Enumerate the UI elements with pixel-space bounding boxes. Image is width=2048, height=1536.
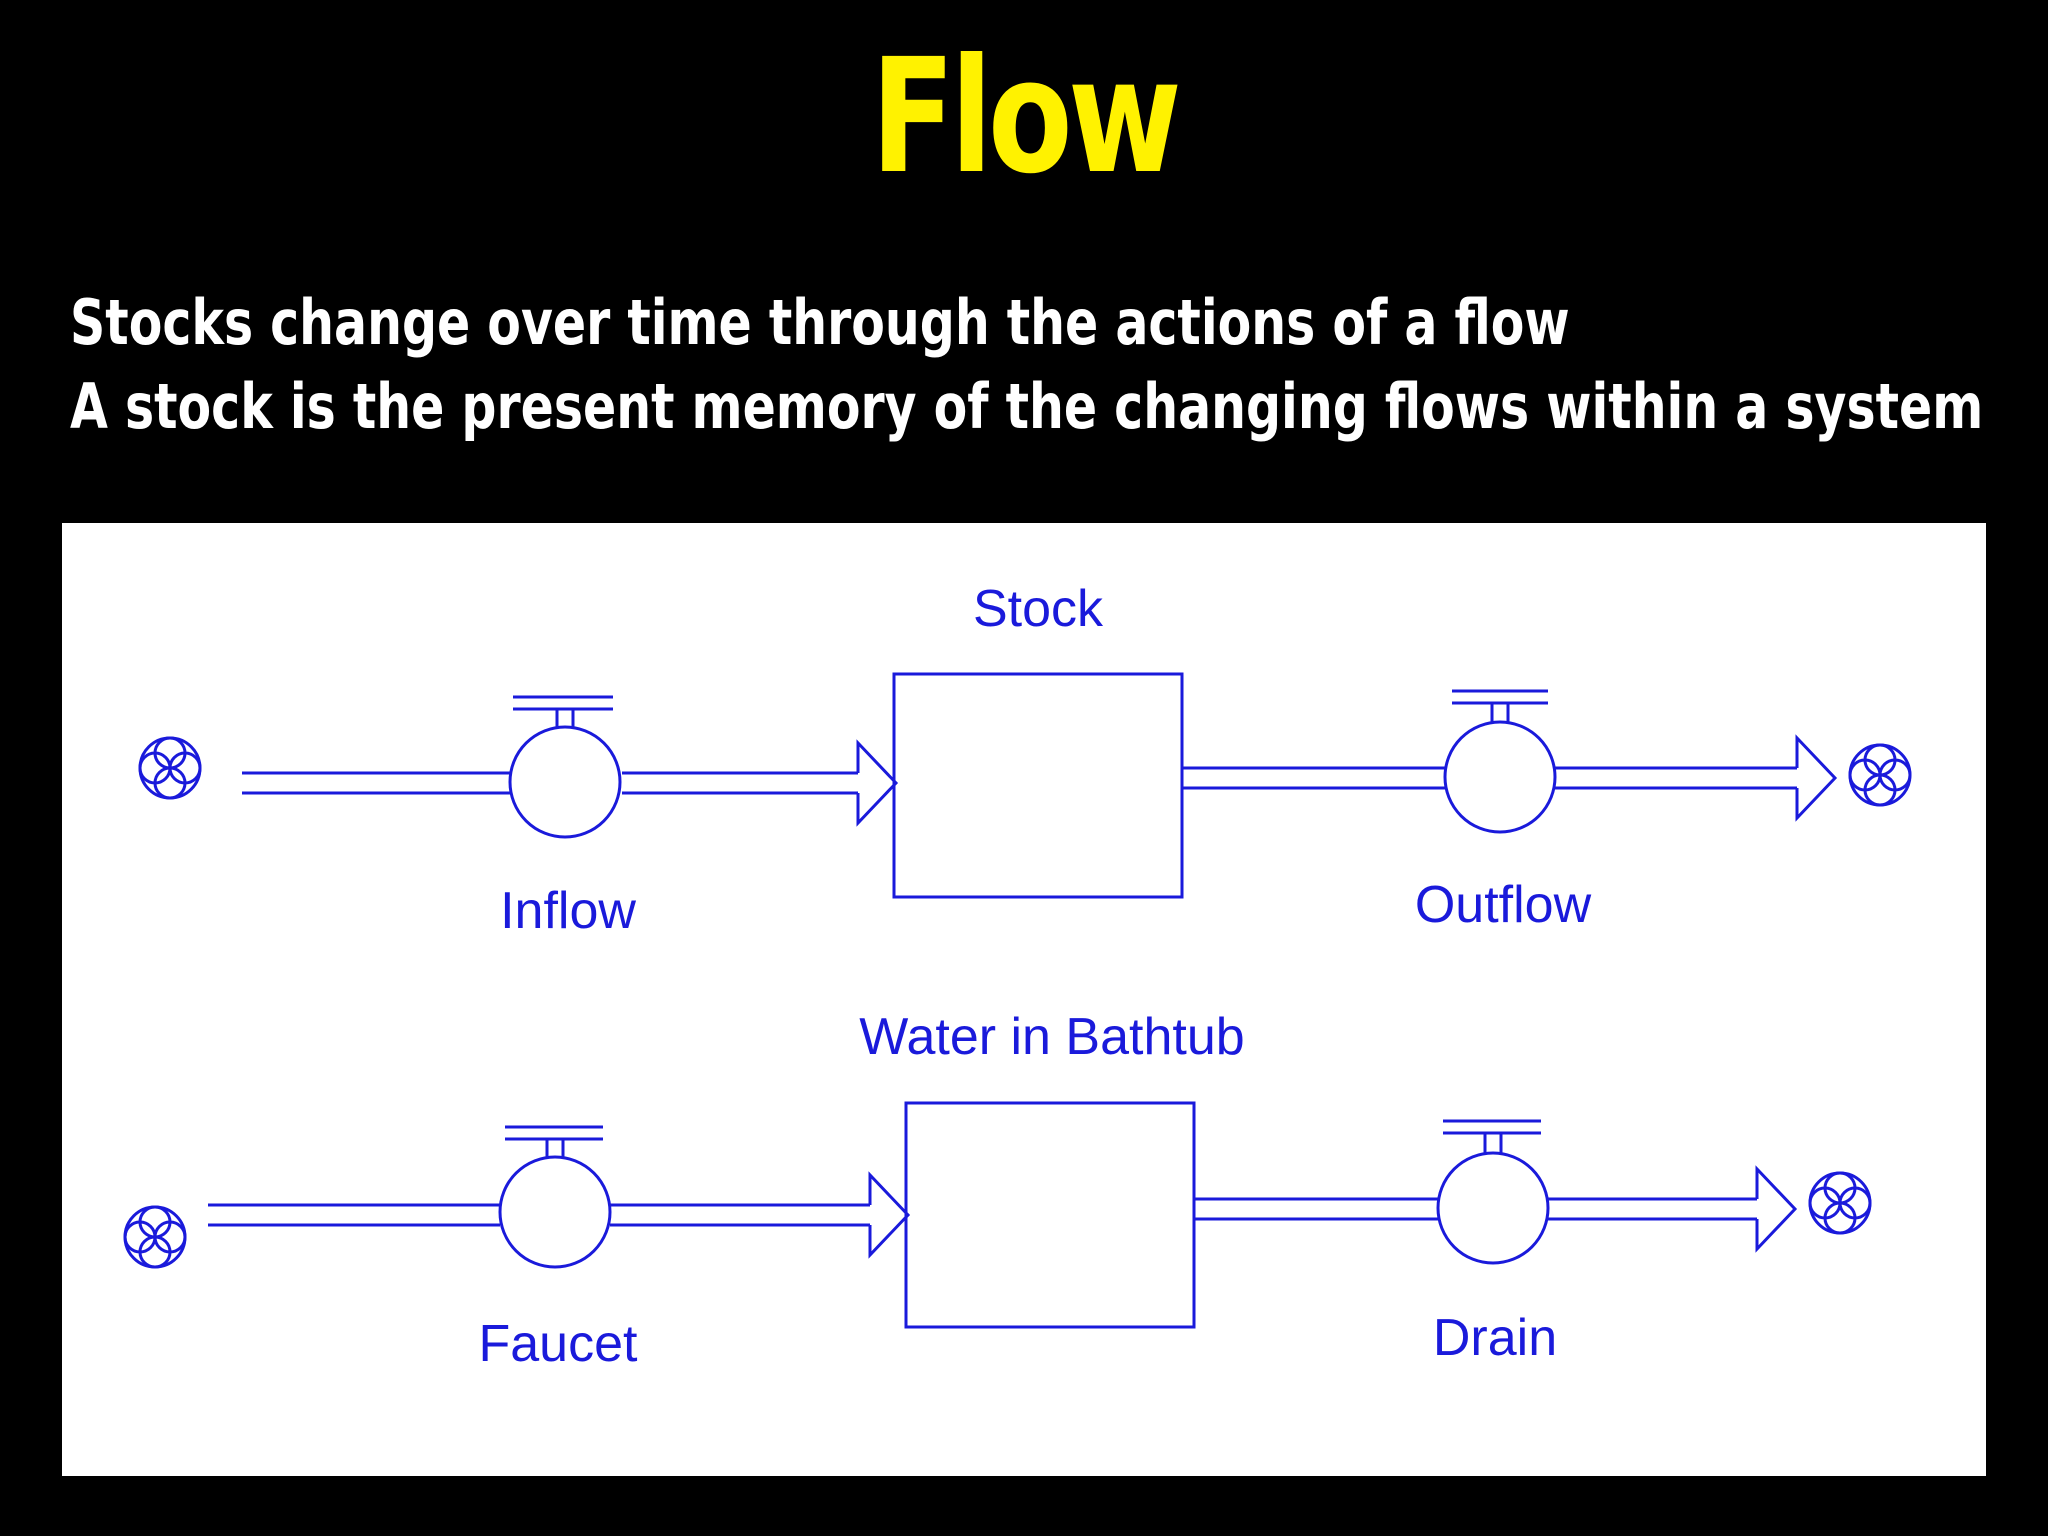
diagram-panel-bottom xyxy=(62,952,1986,1476)
subtitle-line-1: Stocks change over time through the acti… xyxy=(70,286,1570,359)
drain-valve-icon xyxy=(1436,1119,1550,1265)
outflow-label: Outflow xyxy=(1415,876,1592,934)
inflow-pipe xyxy=(242,739,899,827)
inflow-label: Faucet xyxy=(479,1315,639,1373)
slide-title: Flow xyxy=(870,25,1182,209)
stock-label: Water in Bathtub xyxy=(859,1008,1244,1066)
stock-flow-diagram-2 xyxy=(123,1101,1872,1329)
faucet-valve-icon xyxy=(498,1125,612,1269)
sink-cloud-icon xyxy=(1808,1171,1872,1235)
inflow-valve-icon xyxy=(508,695,622,839)
outflow-valve-icon xyxy=(1443,689,1557,834)
stock-label: Stock xyxy=(973,580,1104,638)
diagram-panel-top xyxy=(62,523,1986,953)
outflow-label: Drain xyxy=(1433,1309,1557,1367)
water-in-bathtub-box xyxy=(904,1101,1196,1329)
outflow-pipe xyxy=(1182,734,1838,822)
subtitle-line-2: A stock is the present memory of the cha… xyxy=(70,370,1984,443)
source-cloud-icon xyxy=(138,736,202,800)
stock-box xyxy=(892,672,1184,899)
stock-flow-diagram-1 xyxy=(138,672,1912,899)
sink-cloud-icon xyxy=(1848,743,1912,807)
drain-pipe xyxy=(1194,1165,1798,1253)
source-cloud-icon xyxy=(123,1205,187,1269)
faucet-pipe xyxy=(208,1171,911,1259)
inflow-label: Inflow xyxy=(500,882,636,940)
